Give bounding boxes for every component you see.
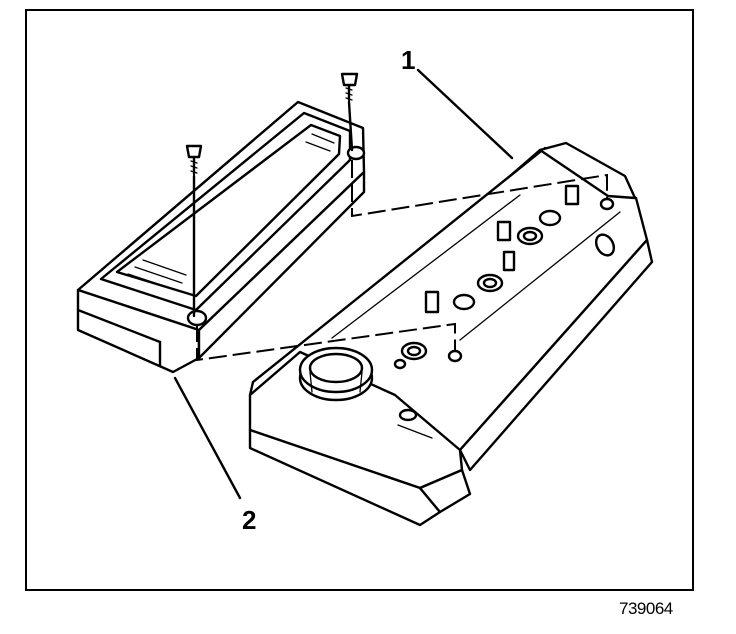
figure-id: 739064: [619, 599, 673, 618]
leader-line-1: [416, 68, 514, 160]
callout-label-2: 2: [242, 505, 257, 535]
bolt-left: [185, 144, 203, 176]
alignment-lines: [196, 160, 608, 362]
part-2-cover: [76, 100, 366, 374]
figure-frame: [25, 9, 694, 591]
part-1-valve-cover: [248, 141, 654, 527]
bolt-line-right: [347, 100, 354, 152]
leader-line-2: [173, 376, 242, 500]
bolt-right: [340, 72, 359, 102]
callout-label-1: 1: [401, 45, 416, 75]
